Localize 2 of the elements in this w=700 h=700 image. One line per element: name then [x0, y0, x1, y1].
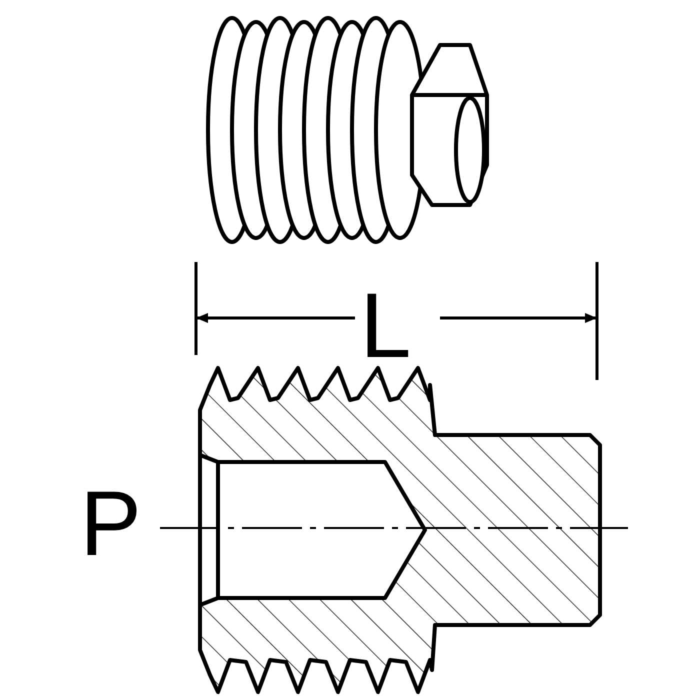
dimension-label: L [360, 280, 412, 372]
port-label: P [80, 478, 142, 570]
